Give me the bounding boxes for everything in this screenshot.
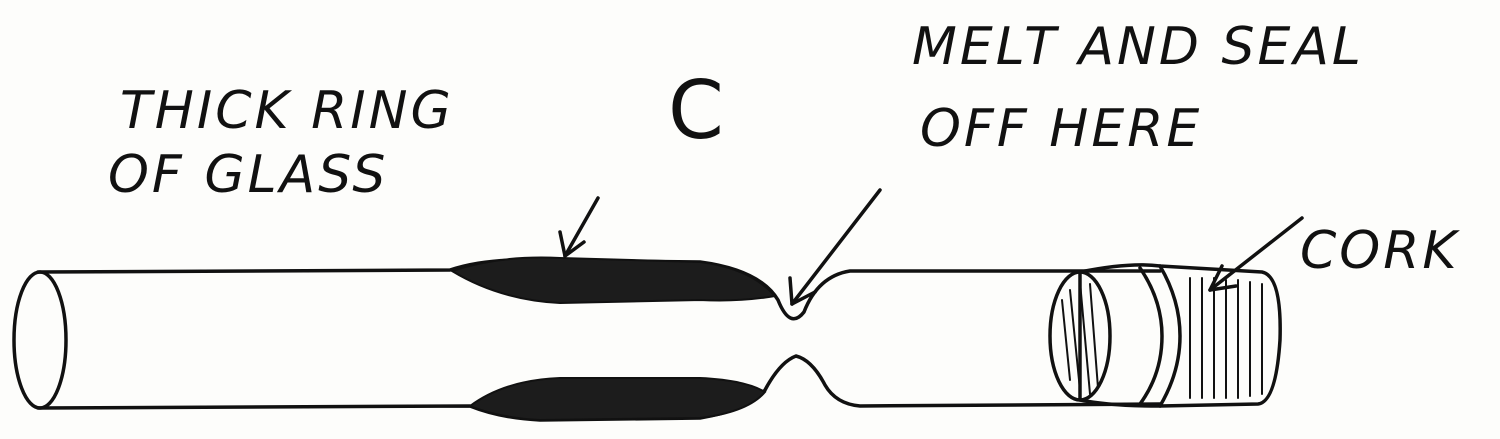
thick-glass-ring-lower [467, 377, 767, 422]
tube-open-end [12, 270, 68, 410]
diagram-letter-label: C [668, 64, 724, 157]
melt-seal-arrowhead [788, 276, 817, 306]
thick-ring-label-line2: OF GLASS [108, 145, 388, 205]
thick-ring-arrow [563, 196, 600, 258]
cork-arrow [1208, 216, 1304, 292]
thick-glass-ring-upper [449, 256, 777, 305]
thick-ring-label-line1: THICK RING [120, 81, 454, 141]
melt-label-line2: OFF HERE [920, 99, 1202, 159]
cork-arrowhead [1208, 264, 1238, 292]
thick-ring-arrowhead [558, 230, 586, 258]
cork-label: CORK [1300, 221, 1460, 281]
melt-seal-arrow [790, 188, 882, 306]
melt-label-line1: MELT AND SEAL [912, 17, 1364, 77]
cork-stopper [1048, 263, 1282, 408]
